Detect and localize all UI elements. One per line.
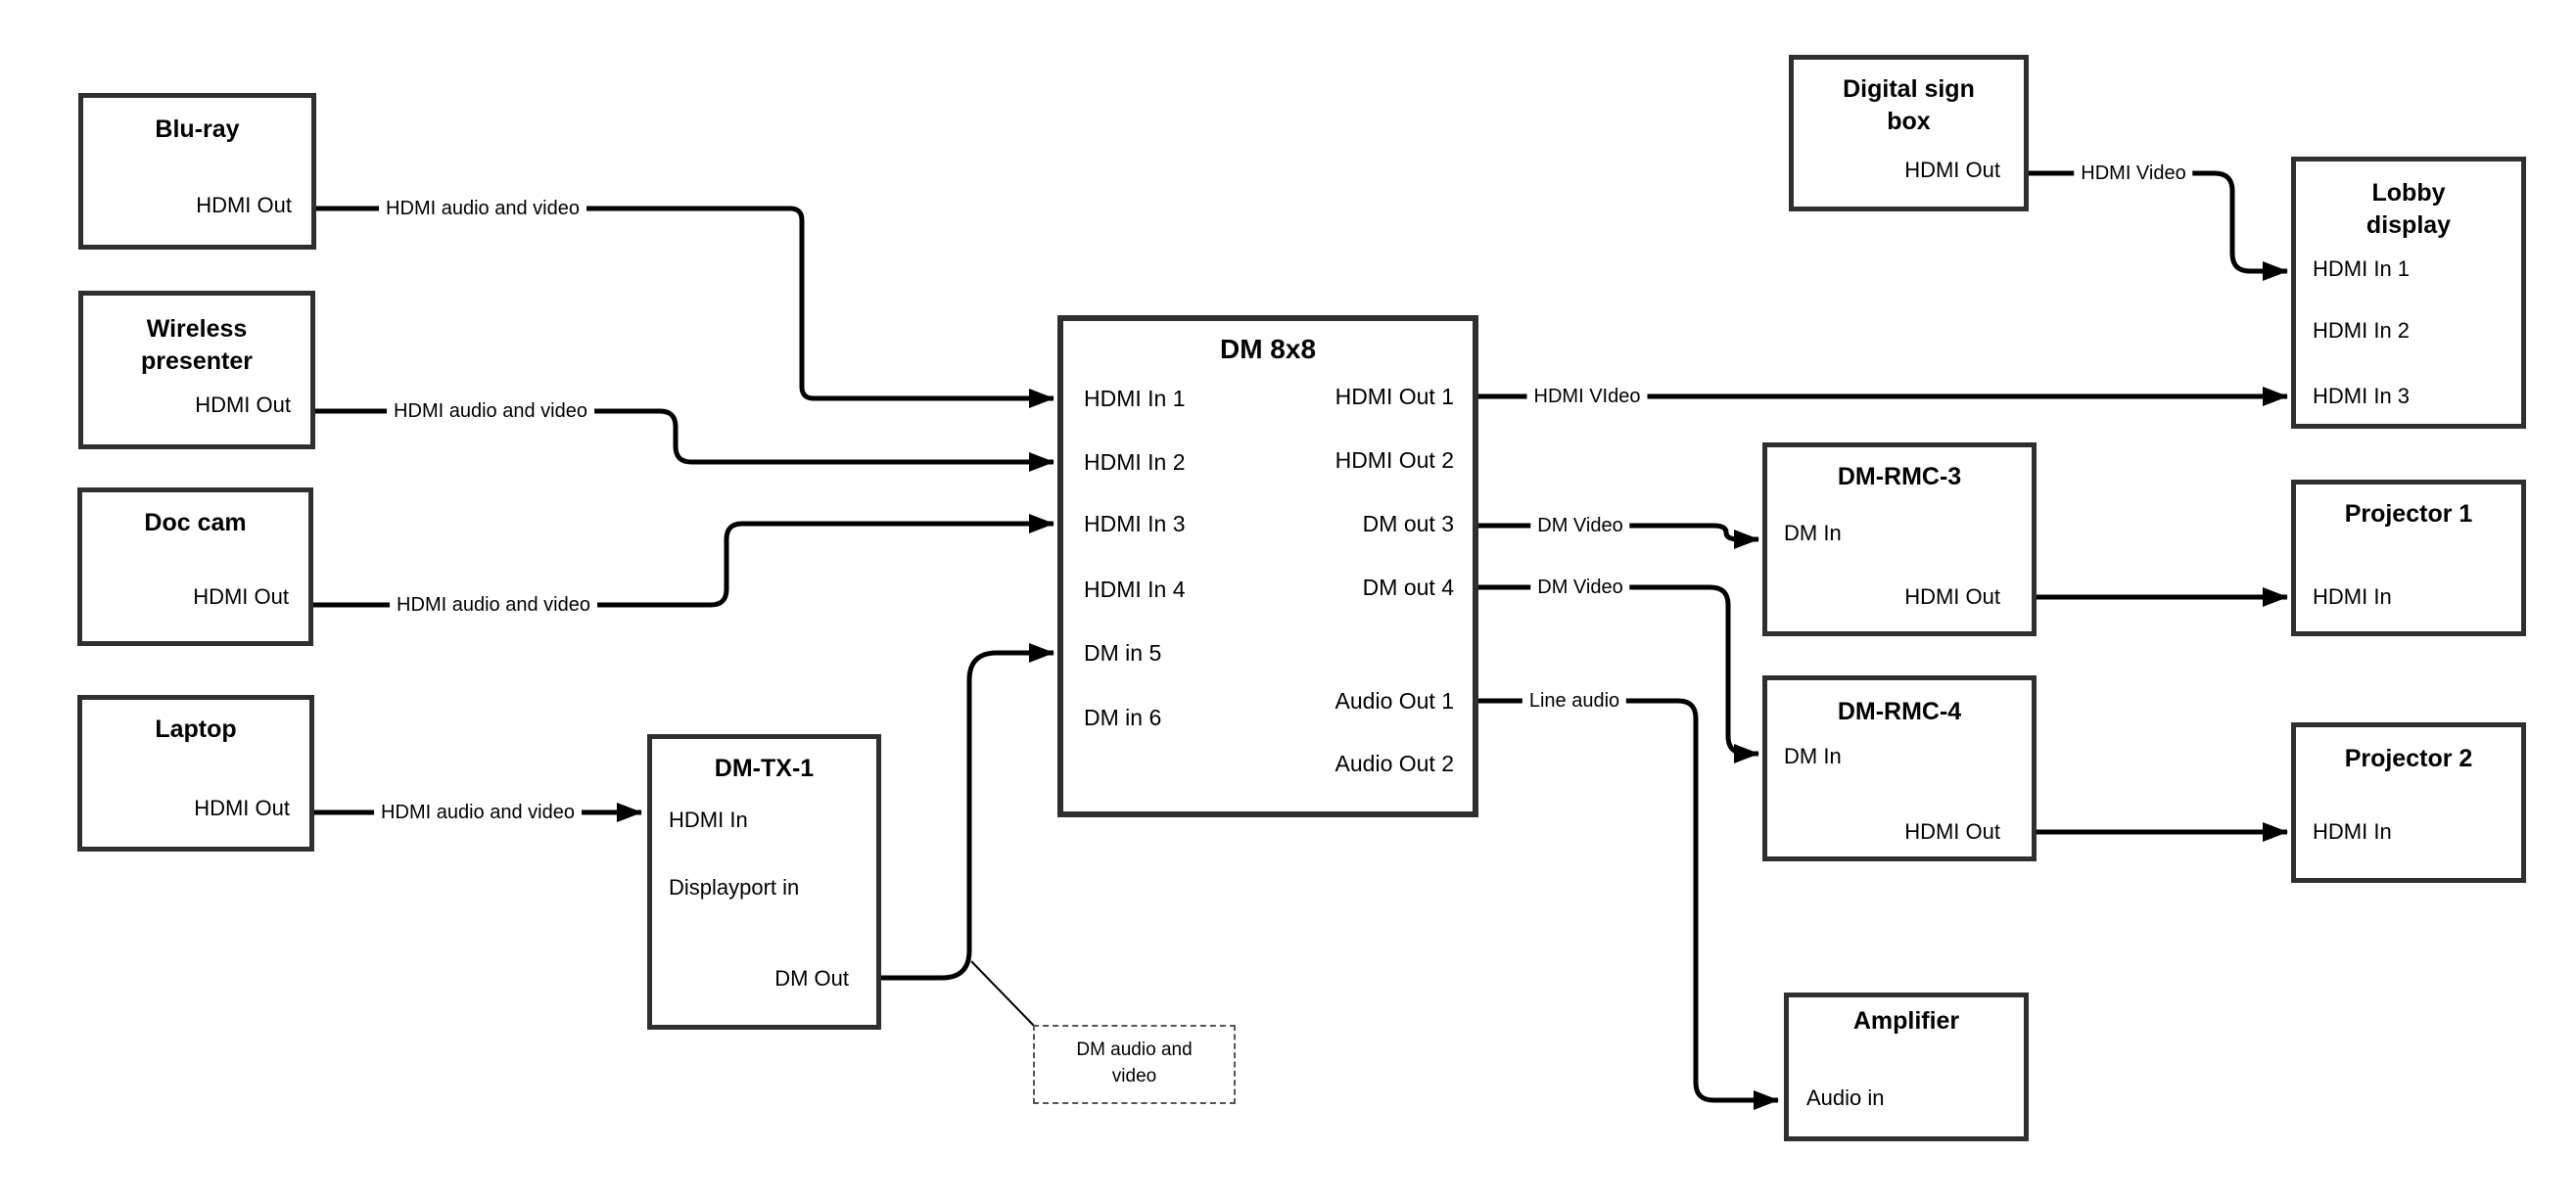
node-projector-2: Projector 2 HDMI In: [2291, 722, 2526, 883]
edge-label-laptop-dmtx1: HDMI audio and video: [374, 801, 582, 824]
node-projector-1: Projector 1 HDMI In: [2291, 480, 2526, 636]
port-dm-out-3: DM out 3: [1362, 511, 1454, 536]
edge-label-dmout3-rmc3: DM Video: [1530, 514, 1630, 537]
port-hdmi-in-3: HDMI In 3: [1084, 511, 1186, 536]
wire-digitalsign-lobby: [2029, 170, 2288, 281]
port-hdmi-out: HDMI Out: [196, 193, 292, 217]
note-leader-line: [970, 960, 1036, 1028]
title-line-1: Wireless: [146, 315, 248, 343]
wire-dmtx1-dm8x8: [881, 643, 1054, 981]
port-hdmi-in: HDMI In: [669, 808, 748, 832]
wire-audioout1-amplifier: [1478, 698, 1779, 1110]
port-audio-out-1: Audio Out 1: [1335, 688, 1454, 714]
port-hdmi-in-3: HDMI In 3: [2313, 384, 2411, 408]
node-wireless-presenter: Wireless presenter HDMI Out: [78, 291, 315, 449]
port-hdmi-in-2: HDMI In 2: [2313, 318, 2411, 343]
port-audio-out-2: Audio Out 2: [1335, 751, 1454, 776]
node-dm-rmc-3: DM-RMC-3 DM In HDMI Out: [1762, 442, 2037, 636]
port-hdmi-out: HDMI Out: [194, 796, 290, 820]
port-hdmi-out-1: HDMI Out 1: [1335, 384, 1454, 409]
port-hdmi-out-2: HDMI Out 2: [1335, 447, 1454, 473]
node-title: DM-RMC-4: [1837, 698, 1962, 725]
edge-label-bluray-dm8x8: HDMI audio and video: [379, 197, 586, 220]
node-title: Lobby display: [2296, 177, 2521, 242]
node-title: DM-RMC-3: [1837, 463, 1962, 490]
title-line-1: Digital sign: [1843, 75, 1975, 103]
port-dm-out-4: DM out 4: [1362, 575, 1454, 600]
note-line-2: video: [1111, 1066, 1157, 1086]
node-title: Digital sign box: [1794, 73, 2024, 138]
node-digital-sign-box: Digital sign box HDMI Out: [1789, 55, 2029, 211]
node-title: Wireless presenter: [83, 313, 310, 378]
port-dm-in: DM In: [1784, 521, 1842, 545]
node-title: Amplifier: [1852, 1007, 1960, 1035]
node-bluray: Blu-ray HDMI Out: [78, 93, 316, 250]
node-lobby-display: Lobby display HDMI In 1 HDMI In 2 HDMI I…: [2291, 157, 2526, 429]
node-title: Projector 1: [2344, 500, 2473, 528]
title-line-2: box: [1887, 108, 1931, 135]
port-dm-out: DM Out: [774, 966, 849, 991]
port-audio-in: Audio in: [1806, 1086, 1885, 1110]
node-doc-cam: Doc cam HDMI Out: [77, 487, 313, 646]
node-title: Laptop: [155, 716, 237, 743]
port-hdmi-in-2: HDMI In 2: [1084, 449, 1186, 475]
wire-wireless-dm8x8: [315, 408, 1054, 472]
port-dm-in-5: DM in 5: [1084, 640, 1162, 666]
node-dm-rmc-4: DM-RMC-4 DM In HDMI Out: [1762, 675, 2037, 861]
note-dm-audio-and-video: DM audio and video: [1033, 1025, 1236, 1104]
edge-label-digitalsign-lobby: HDMI Video: [2074, 162, 2193, 185]
node-title: Projector 2: [2344, 745, 2473, 772]
node-title: Blu-ray: [155, 115, 240, 143]
title-line-2: presenter: [141, 347, 253, 375]
edge-label-doccam-dm8x8: HDMI audio and video: [390, 593, 597, 617]
port-dm-in-6: DM in 6: [1084, 705, 1162, 730]
port-hdmi-out: HDMI Out: [195, 393, 291, 417]
port-hdmi-in-4: HDMI In 4: [1084, 577, 1186, 602]
wire-dmout4-rmc4: [1478, 584, 1759, 763]
wire-dmout3-rmc3: [1478, 523, 1759, 549]
edge-label-hdmiout1-lobby: HDMI VIdeo: [1526, 385, 1648, 408]
port-displayport-in: Displayport in: [669, 875, 800, 900]
port-hdmi-out: HDMI Out: [1904, 158, 2000, 182]
edge-label-audioout1-amp: Line audio: [1522, 689, 1627, 713]
note-line-1: DM audio and: [1076, 1039, 1193, 1060]
port-hdmi-in: HDMI In: [2313, 584, 2392, 609]
node-dm-tx-1: DM-TX-1 HDMI In Displayport in DM Out: [647, 734, 881, 1030]
port-hdmi-in-1: HDMI In 1: [1084, 386, 1186, 411]
port-hdmi-out: HDMI Out: [1904, 584, 2000, 609]
port-hdmi-out: HDMI Out: [193, 584, 289, 609]
title-line-2: display: [2365, 211, 2452, 239]
port-hdmi-in: HDMI In: [2313, 819, 2392, 844]
wire-bluray-dm8x8: [316, 206, 1054, 408]
node-amplifier: Amplifier Audio in: [1784, 993, 2029, 1141]
node-laptop: Laptop HDMI Out: [77, 695, 314, 852]
node-title: DM-TX-1: [714, 755, 815, 782]
edge-label-dmout4-rmc4: DM Video: [1530, 576, 1630, 599]
port-hdmi-out: HDMI Out: [1904, 819, 2000, 844]
edge-label-wireless-dm8x8: HDMI audio and video: [387, 399, 594, 423]
title-line-1: Lobby: [2371, 179, 2446, 207]
node-title: DM 8x8: [1219, 334, 1317, 364]
node-title: Doc cam: [144, 509, 247, 536]
wire-doccam-dm8x8: [313, 514, 1054, 608]
port-dm-in: DM In: [1784, 744, 1842, 768]
port-hdmi-in-1: HDMI In 1: [2313, 256, 2411, 281]
node-dm-8x8-switcher: DM 8x8 HDMI In 1 HDMI In 2 HDMI In 3 HDM…: [1057, 315, 1478, 817]
